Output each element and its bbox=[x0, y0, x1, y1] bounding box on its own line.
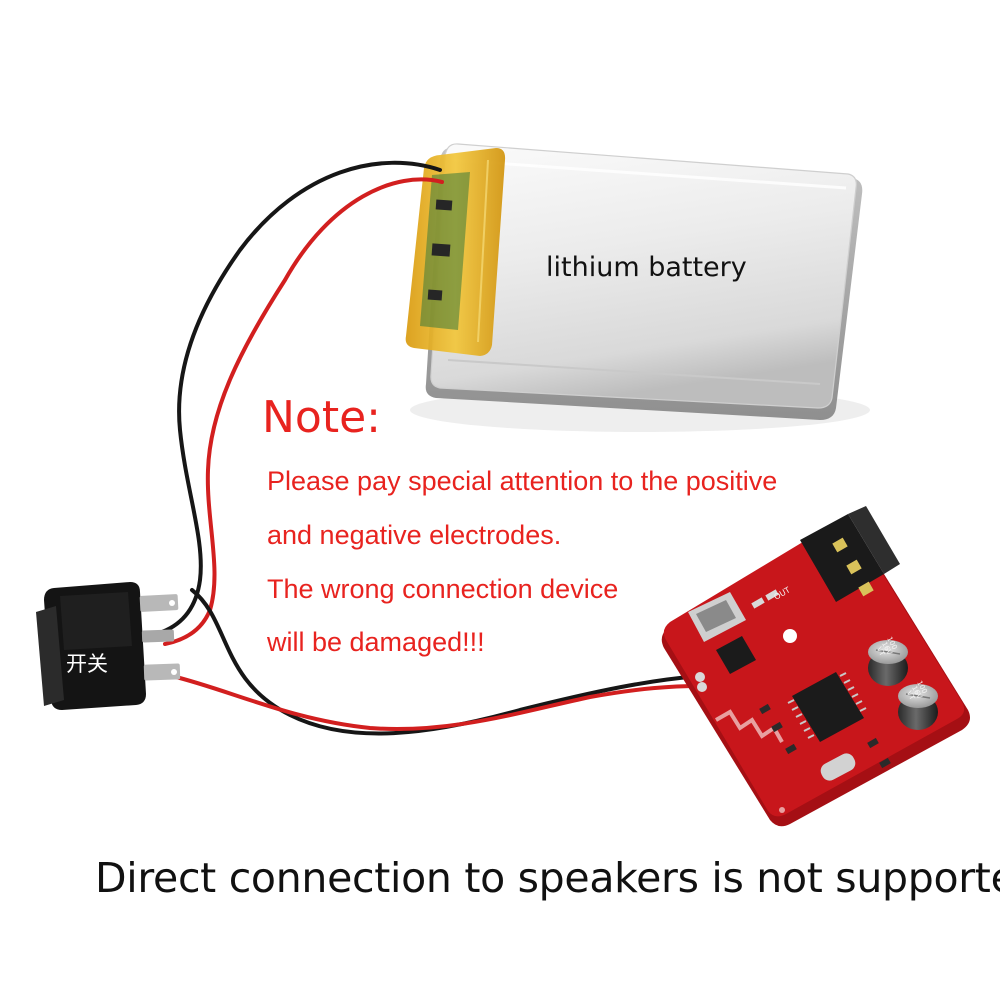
audio-jack bbox=[800, 506, 900, 602]
micro-usb-port bbox=[688, 592, 746, 642]
note-line: Please pay special attention to the posi… bbox=[267, 466, 778, 496]
black-wire-board bbox=[190, 588, 702, 736]
capacitor-1 bbox=[868, 640, 908, 686]
note-line: The wrong connection device bbox=[267, 574, 619, 604]
smd-components bbox=[751, 589, 891, 769]
crystal-oscillator bbox=[820, 753, 856, 781]
black-wire-battery bbox=[160, 160, 442, 634]
capacitor-1-marking: VT bbox=[875, 646, 887, 658]
regulator-chip bbox=[716, 636, 756, 674]
battery-label: lithium battery bbox=[546, 252, 747, 283]
switch-label: 开关 bbox=[66, 652, 108, 676]
red-wire-board bbox=[170, 674, 702, 732]
capacitor-2-marking: VT bbox=[905, 690, 917, 702]
decoder-chip bbox=[787, 672, 867, 742]
note-title: Note: bbox=[262, 392, 381, 443]
note-line: will be damaged!!! bbox=[267, 627, 485, 657]
bottom-caption: Direct connection to speakers is not sup… bbox=[95, 854, 1000, 902]
lithium-battery bbox=[405, 143, 863, 420]
bluetooth-board bbox=[661, 506, 970, 827]
mounting-hole bbox=[783, 629, 797, 643]
note-line: and negative electrodes. bbox=[267, 520, 562, 550]
rocker-switch bbox=[36, 582, 181, 710]
wires bbox=[160, 160, 702, 736]
capacitor-2 bbox=[898, 684, 938, 730]
